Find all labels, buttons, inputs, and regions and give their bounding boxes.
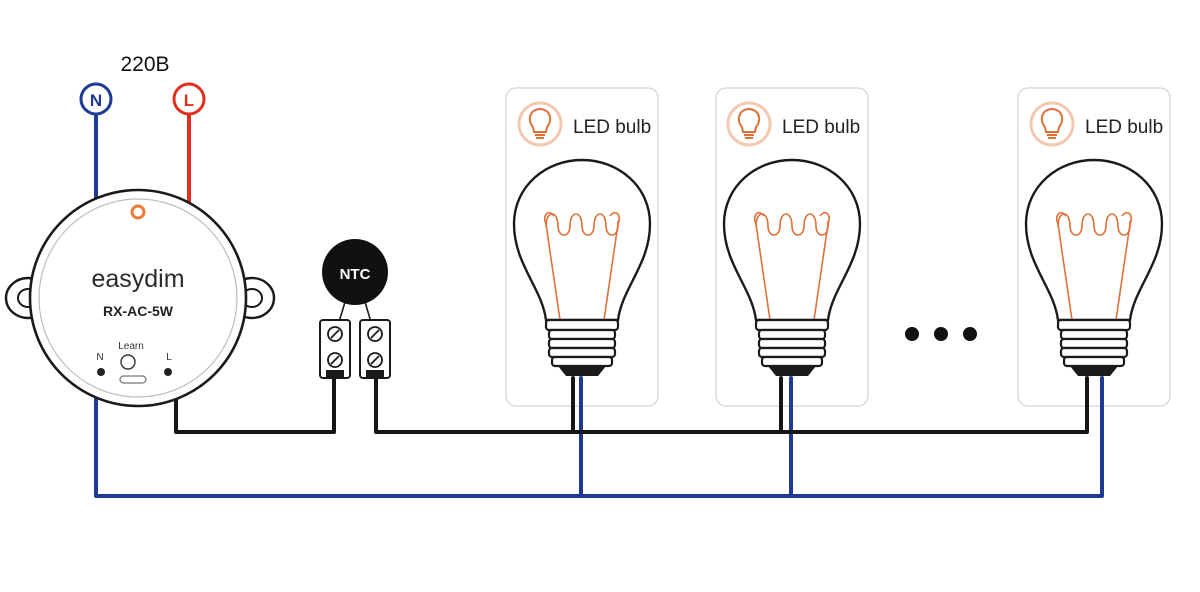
ellipsis-dots bbox=[905, 327, 977, 341]
line-terminal: L bbox=[172, 82, 206, 116]
lightbulb-icon bbox=[517, 101, 563, 147]
line-label: L bbox=[184, 91, 194, 110]
bulb-label-2: LED bulb bbox=[782, 117, 860, 138]
bulb-label-3: LED bulb bbox=[1085, 117, 1163, 138]
ntc-thermistor: NTC bbox=[322, 239, 388, 323]
bulb-card-1: LED bulb bbox=[505, 87, 659, 407]
neutral-label: N bbox=[90, 91, 102, 110]
voltage-label: 220В bbox=[120, 53, 169, 76]
terminal-l-label: L bbox=[166, 352, 172, 363]
ntc-label: NTC bbox=[340, 266, 371, 283]
easydim-controller: easydim RX-AC-5W Learn N L bbox=[4, 188, 276, 408]
controller-brand: easydim bbox=[91, 265, 184, 293]
bulb-label-1: LED bulb bbox=[573, 117, 651, 138]
status-led bbox=[130, 204, 146, 220]
neutral-terminal: N bbox=[79, 82, 113, 116]
terminal-n-label: N bbox=[96, 352, 103, 363]
neutral-wire bbox=[94, 110, 1104, 498]
controller-model: RX-AC-5W bbox=[103, 303, 174, 319]
learn-label: Learn bbox=[118, 341, 144, 352]
terminal-block bbox=[319, 319, 391, 379]
bulb-card-3: LED bulb bbox=[1017, 87, 1171, 407]
switched-line-wire bbox=[174, 374, 336, 434]
load-wire bbox=[374, 374, 1089, 434]
lightbulb-icon bbox=[1029, 101, 1075, 147]
lightbulb-icon bbox=[726, 101, 772, 147]
bulb-card-2: LED bulb bbox=[715, 87, 869, 407]
learn-button[interactable] bbox=[120, 354, 136, 370]
